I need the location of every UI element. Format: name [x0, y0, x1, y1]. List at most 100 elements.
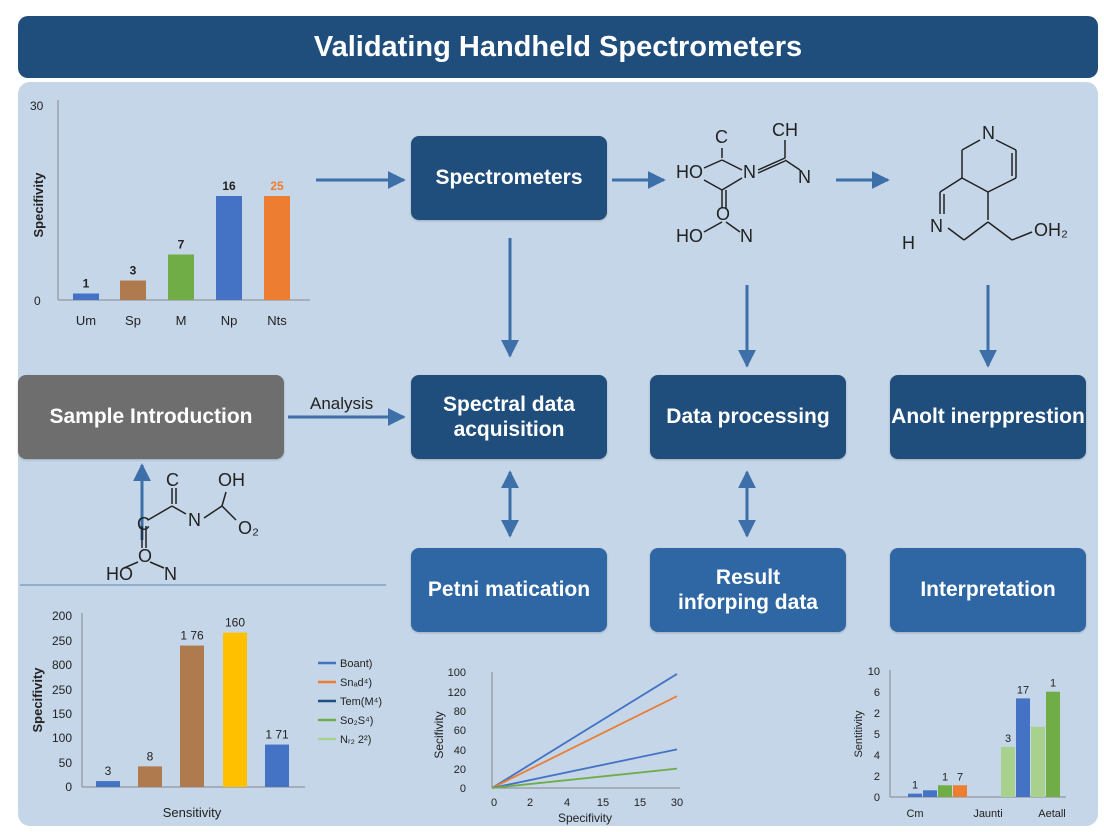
mol2-oh2: OH₂ [1034, 220, 1068, 240]
data-processing-box[interactable]: Data processing [650, 375, 846, 459]
c1-ytick: 0 [34, 294, 41, 308]
petni-matication-box[interactable]: Petni matication [411, 548, 607, 632]
c3-ytick: 60 [454, 725, 466, 737]
c1-category-label: Um [76, 313, 96, 328]
c3-xtick: 4 [564, 797, 570, 809]
c1-ytick: 30 [30, 99, 44, 113]
c2-ytick: 100 [52, 731, 72, 745]
c1-value-label: 25 [270, 179, 284, 193]
c3-series-line [491, 695, 678, 789]
c2-legend-label: Tem(M⁴) [340, 696, 382, 708]
c1-category-label: Sp [125, 313, 141, 328]
c4-value-label: 1 [912, 780, 918, 792]
c2-bar [138, 766, 162, 787]
c2-bar [96, 781, 120, 787]
c4-ytick: 10 [868, 666, 880, 678]
interpretation-box[interactable]: Interpretation [890, 548, 1086, 632]
c4-bar [1016, 698, 1030, 797]
c3-ytick: 100 [448, 667, 466, 679]
spectral-acquisition-box[interactable]: Spectral data acquisition [411, 375, 607, 459]
c1-bar [168, 254, 194, 300]
c3-ytick: 80 [454, 706, 466, 718]
c2-value-label: 8 [147, 749, 154, 763]
c4-category-label: Jaunti [973, 808, 1002, 820]
c2-ytick: 50 [59, 756, 73, 770]
c4-value-label: 3 [1005, 733, 1011, 745]
c2-legend-label: Snₐd⁴) [340, 677, 372, 689]
c3-xtick: 0 [491, 797, 497, 809]
mol2-h: H [902, 233, 915, 253]
c1-value-label: 3 [130, 264, 137, 278]
c3-xlabel: Specifivity [558, 811, 612, 825]
result-data-box[interactable]: Result inforping data [650, 548, 846, 632]
c4-ytick: 4 [874, 750, 880, 762]
mol3-n: N [188, 510, 201, 530]
mol1-ho-top: HO [676, 162, 703, 182]
c1-ylabel: Specifivity [31, 172, 46, 238]
c3-ylabel: Secifivity [432, 711, 446, 758]
mol3-o: O [138, 546, 152, 566]
spectrometers-box[interactable]: Spectrometers [411, 136, 607, 220]
c1-category-label: Nts [267, 313, 287, 328]
c4-bar [923, 790, 937, 797]
c4-bar [1001, 746, 1015, 797]
c1-bar [264, 196, 290, 300]
c2-ytick: 150 [52, 707, 72, 721]
sample-introduction-box[interactable]: Sample Introduction [18, 375, 284, 459]
c2-bar [180, 645, 204, 787]
mol2-n-top: N [982, 123, 995, 143]
c3-series-line [491, 748, 678, 789]
c4-value-label: 7 [957, 771, 963, 783]
c1-value-label: 16 [222, 179, 236, 193]
c3-xtick: 30 [671, 797, 683, 809]
interpretation-top-box[interactable]: Anolt inerpprestion [890, 375, 1086, 459]
molecule-2 [939, 139, 1033, 241]
mol1-ho-bottom: HO [676, 226, 703, 246]
c2-ytick: 800 [52, 658, 72, 672]
mol3-n2: N [164, 564, 177, 584]
c1-value-label: 7 [178, 238, 185, 252]
c4-bar [1046, 691, 1060, 797]
molecule-1 [703, 140, 801, 233]
c4-bar [953, 785, 967, 797]
c4-category-label: Aetall [1038, 808, 1066, 820]
mol3-c2: C [137, 514, 150, 534]
c2-ytick: 250 [52, 634, 72, 648]
mol3-oh: OH [218, 470, 245, 490]
c1-category-label: M [176, 313, 187, 328]
c4-value-label: 1 [1050, 678, 1056, 690]
c2-legend-label: Nᵣ₂ 2²) [340, 734, 371, 746]
mol2-n: N [930, 216, 943, 236]
c4-ylabel: Sentitivity [853, 710, 865, 758]
page-title: Validating Handheld Spectrometers [18, 16, 1098, 78]
c3-ytick: 20 [454, 764, 466, 776]
mol1-c-top: C [715, 127, 728, 147]
c3-xtick: 15 [597, 797, 609, 809]
c2-value-label: 3 [105, 764, 112, 778]
mol1-o: O [716, 204, 730, 224]
c1-bar [216, 196, 242, 300]
c4-bar [1031, 726, 1045, 797]
c4-bar [938, 785, 952, 797]
c4-category-label: Cm [906, 808, 923, 820]
c2-legend-label: So₂S⁴) [340, 715, 373, 727]
c3-xtick: 15 [634, 797, 646, 809]
c1-bar [120, 280, 146, 300]
molecule-3 [123, 488, 237, 569]
c3-ytick: 120 [448, 687, 466, 699]
mol3-o2: O₂ [238, 518, 259, 538]
c4-value-label: 1 [942, 771, 948, 783]
mol3-ho: HO [106, 564, 133, 584]
c3-xtick: 2 [527, 797, 533, 809]
c2-ytick: 0 [65, 780, 72, 794]
analysis-label: Analysis [310, 394, 373, 413]
c4-bar [908, 793, 922, 797]
c2-bar [265, 744, 289, 787]
c4-ytick: 2 [874, 708, 880, 720]
c4-ytick: 5 [874, 729, 880, 741]
